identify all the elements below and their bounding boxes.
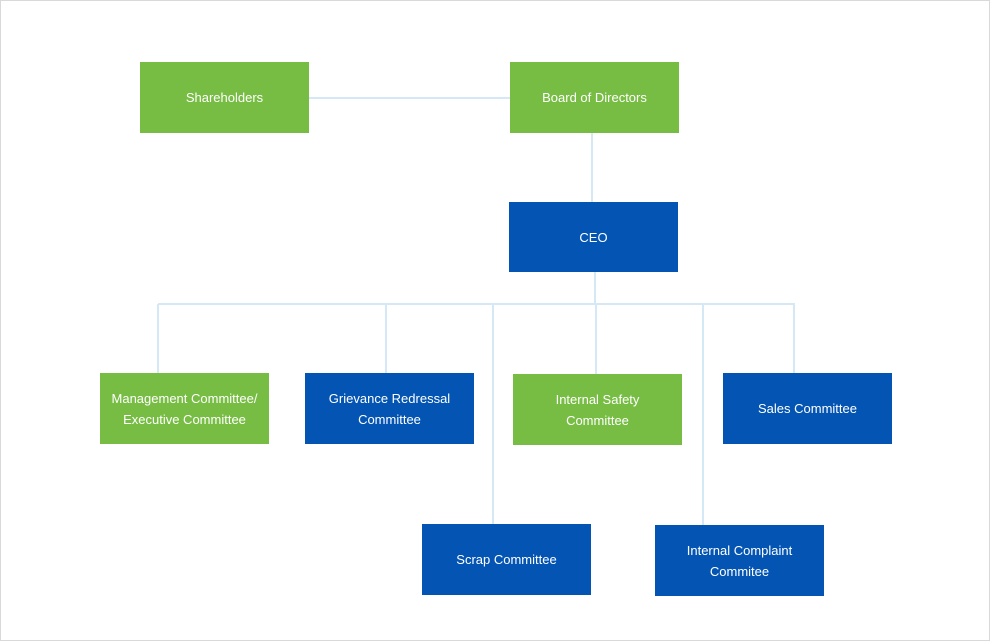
sales-committee-box: Sales Committee	[723, 373, 892, 444]
grievance-redressal-line2: Committee	[358, 411, 421, 427]
management-committee-line1: Management Committee/	[111, 390, 258, 406]
board-of-directors-label: Board of Directors	[542, 90, 647, 105]
scrap-committee-box: Scrap Committee	[422, 524, 591, 595]
ceo-box: CEO	[509, 202, 678, 272]
internal-safety-line2: Committee	[566, 412, 629, 428]
internal-safety-committee-box: Internal Safety Committee	[513, 374, 682, 445]
board-of-directors-box: Board of Directors	[510, 62, 679, 133]
grievance-redressal-committee-box: Grievance Redressal Committee	[305, 373, 474, 444]
internal-safety-line1: Internal Safety	[555, 391, 640, 407]
shareholders-label: Shareholders	[185, 90, 264, 105]
internal-complaint-committee-box: Internal Complaint Commitee	[655, 525, 824, 596]
ceo-label: CEO	[579, 229, 608, 245]
scrap-committee-label: Scrap Committee	[456, 552, 557, 567]
internal-complaint-line2: Commitee	[709, 563, 770, 579]
management-committee-box: Management Committee/ Executive Committe…	[100, 373, 269, 444]
grievance-redressal-line1: Grievance Redressal	[328, 390, 451, 406]
shareholders-box: Shareholders	[140, 62, 309, 133]
sales-committee-label: Sales Committee	[758, 401, 857, 416]
internal-complaint-line1: Internal Complaint	[686, 542, 793, 558]
management-committee-line2: Executive Committee	[123, 411, 246, 427]
